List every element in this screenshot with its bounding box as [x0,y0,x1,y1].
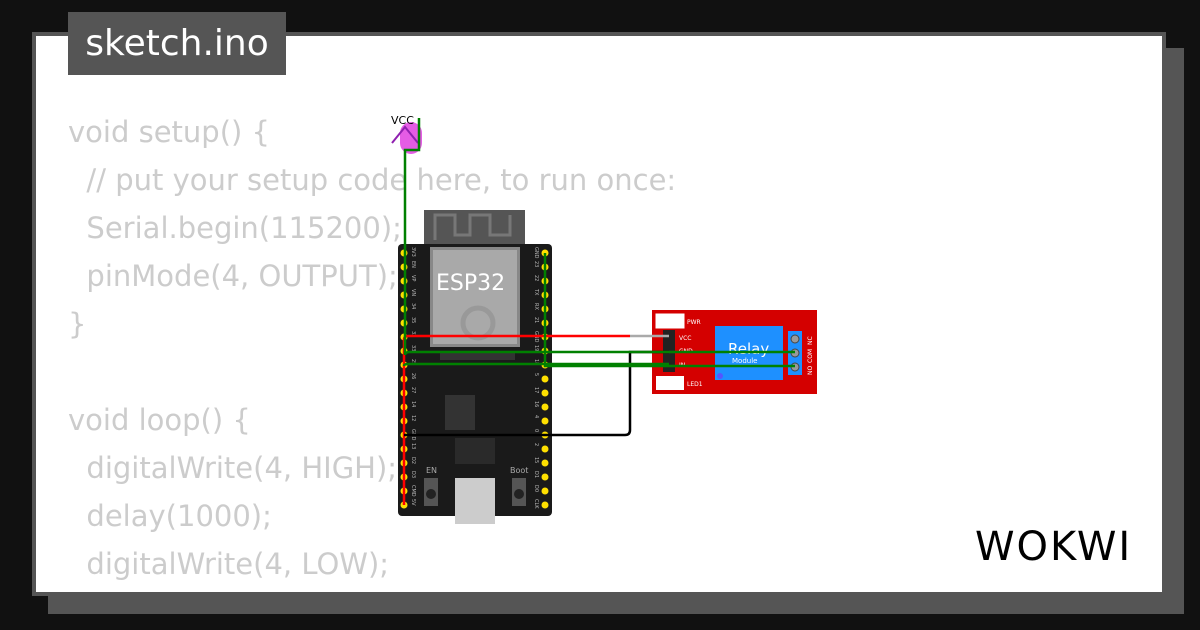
pin-label: 26 [410,373,416,379]
code-line: Serial.begin(115200); [68,211,402,245]
relay-terminal-com: COM [807,349,814,363]
pin-label: 14 [410,401,416,407]
wires[interactable] [402,118,795,505]
wokwi-logo: WOKWI [975,524,1133,570]
pin-label: EN [410,261,416,268]
pin-label: CMD [410,485,416,497]
code-line: digitalWrite(4, LOW); [68,547,390,581]
pin-right-D0[interactable] [541,487,549,495]
wire-green-com [543,253,795,368]
code-line: void loop() { [68,403,251,437]
code-line: // put your setup code here, to run once… [68,163,677,197]
relay-subtitle: Module [732,357,757,365]
relay-pwr-label: PWR [687,319,701,326]
preview-card: void setup() { // put your setup code he… [32,32,1166,596]
relay-terminal-nc: NC [807,336,814,345]
pin-label: 5 [533,373,539,376]
code-preview: void setup() { // put your setup code he… [68,108,677,592]
pin-label: 33 [410,345,416,351]
pin-label: 17 [533,387,539,393]
pin-label: 4 [533,415,539,418]
pin-right-2[interactable] [541,445,549,453]
code-line: void setup() { [68,115,270,149]
pin-right-D1[interactable] [541,473,549,481]
pin-right-16[interactable] [541,403,549,411]
wire-black-gnd [404,350,669,437]
pin-right-4[interactable] [541,417,549,425]
pin-label: 22 [533,275,539,281]
code-line: pinMode(4, OUTPUT); [68,259,398,293]
code-line: } [68,307,87,341]
pin-label: 25 [410,359,416,365]
wire-green-in [402,362,669,367]
pin-label: TX [533,288,539,296]
led[interactable] [391,122,422,154]
pin-label: VP [410,275,416,281]
pin-label: 32 [410,331,416,337]
pin-label: 13 [410,443,416,449]
relay-title: Relay [728,340,769,358]
pin-right-CLK[interactable] [541,501,549,509]
pin-label: RX [533,303,539,310]
pin-label: D3 [410,471,416,478]
pin-label: 2 [533,443,539,446]
led-vcc-label: VCC [391,114,414,127]
pin-label: 34 [410,303,416,309]
pin-label: D1 [533,471,539,478]
en-button-label: EN [426,466,437,475]
pin-label: 12 [410,415,416,421]
pin-label: D2 [410,457,416,464]
esp32-label: ESP32 [436,271,505,296]
pin-label: VN [410,289,416,296]
pin-right-15[interactable] [541,459,549,467]
pin-right-5[interactable] [541,375,549,383]
esp32-board[interactable] [398,210,552,524]
pin-label: 3V3 [410,247,416,257]
pin-label: 5V [410,499,416,506]
pin-label: 0 [533,429,539,432]
pin-label: 27 [410,387,416,393]
code-line: delay(1000); [68,499,272,533]
pin-label: 23 [533,261,539,267]
relay-pin-vcc: VCC [679,335,691,342]
pin-label: 15 [533,457,539,463]
pin-label: 35 [410,317,416,323]
pin-label: 21 [533,317,539,323]
file-tab[interactable]: sketch.ino [68,12,286,75]
pin-label: GND [533,247,539,259]
pin-right-17[interactable] [541,389,549,397]
pin-label: 18 [533,359,539,365]
boot-button-label: Boot [510,466,528,475]
wire-green-led [403,118,795,356]
code-line: digitalWrite(4, HIGH); [68,451,398,485]
relay-led-label: LED1 [687,381,703,388]
pin-label: 16 [533,401,539,407]
relay-terminal-no: NO [807,366,814,375]
pin-label: D0 [533,485,539,492]
pin-label: 19 [533,345,539,351]
pin-label: CLK [533,499,539,509]
